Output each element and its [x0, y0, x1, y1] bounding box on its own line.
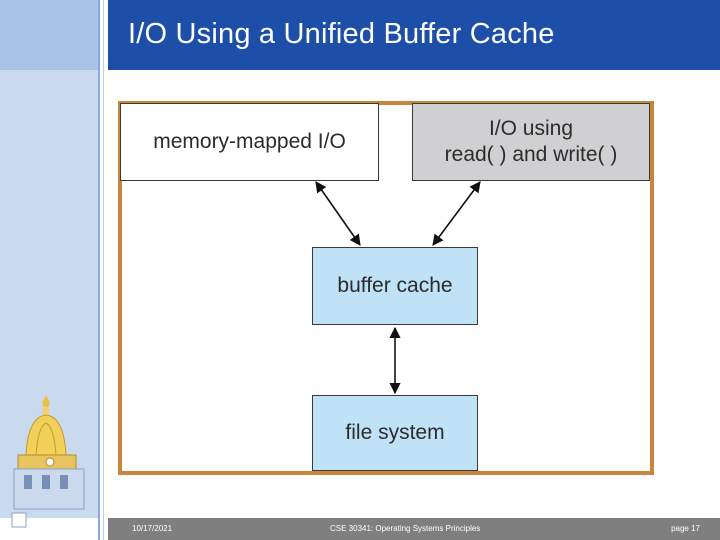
- memory-mapped-io-box: memory-mapped I/O: [120, 103, 379, 181]
- sidebar-top-panel: [0, 0, 98, 70]
- file-system-box: file system: [312, 395, 478, 471]
- dome-icon: [11, 395, 85, 528]
- footer-bar: 10/17/2021 CSE 30341: Operating Systems …: [108, 518, 720, 540]
- read-write-label-line1: I/O using: [488, 117, 574, 140]
- read-write-label-line2: read( ) and write( ): [444, 143, 618, 166]
- read-write-io-box: I/O using read( ) and write( ): [412, 103, 650, 181]
- title-underline: [108, 70, 720, 73]
- sidebar: [0, 0, 100, 540]
- divider-line: [98, 0, 100, 540]
- arrow-rw-to-cache: [432, 181, 481, 246]
- slide-title: I/O Using a Unified Buffer Cache: [128, 18, 555, 50]
- memory-mapped-io-label: memory-mapped I/O: [153, 130, 346, 153]
- buffer-cache-box: buffer cache: [312, 247, 478, 325]
- title-bar: I/O Using a Unified Buffer Cache: [108, 0, 720, 70]
- footer-date: 10/17/2021: [132, 524, 173, 533]
- footer-page-number: page 17: [671, 524, 700, 533]
- file-system-label: file system: [345, 421, 445, 444]
- arrow-mmio-to-cache: [315, 181, 361, 246]
- footer-course: CSE 30341: Operating Systems Principles: [330, 524, 481, 533]
- divider-line: [103, 0, 104, 540]
- buffer-cache-label: buffer cache: [337, 274, 453, 297]
